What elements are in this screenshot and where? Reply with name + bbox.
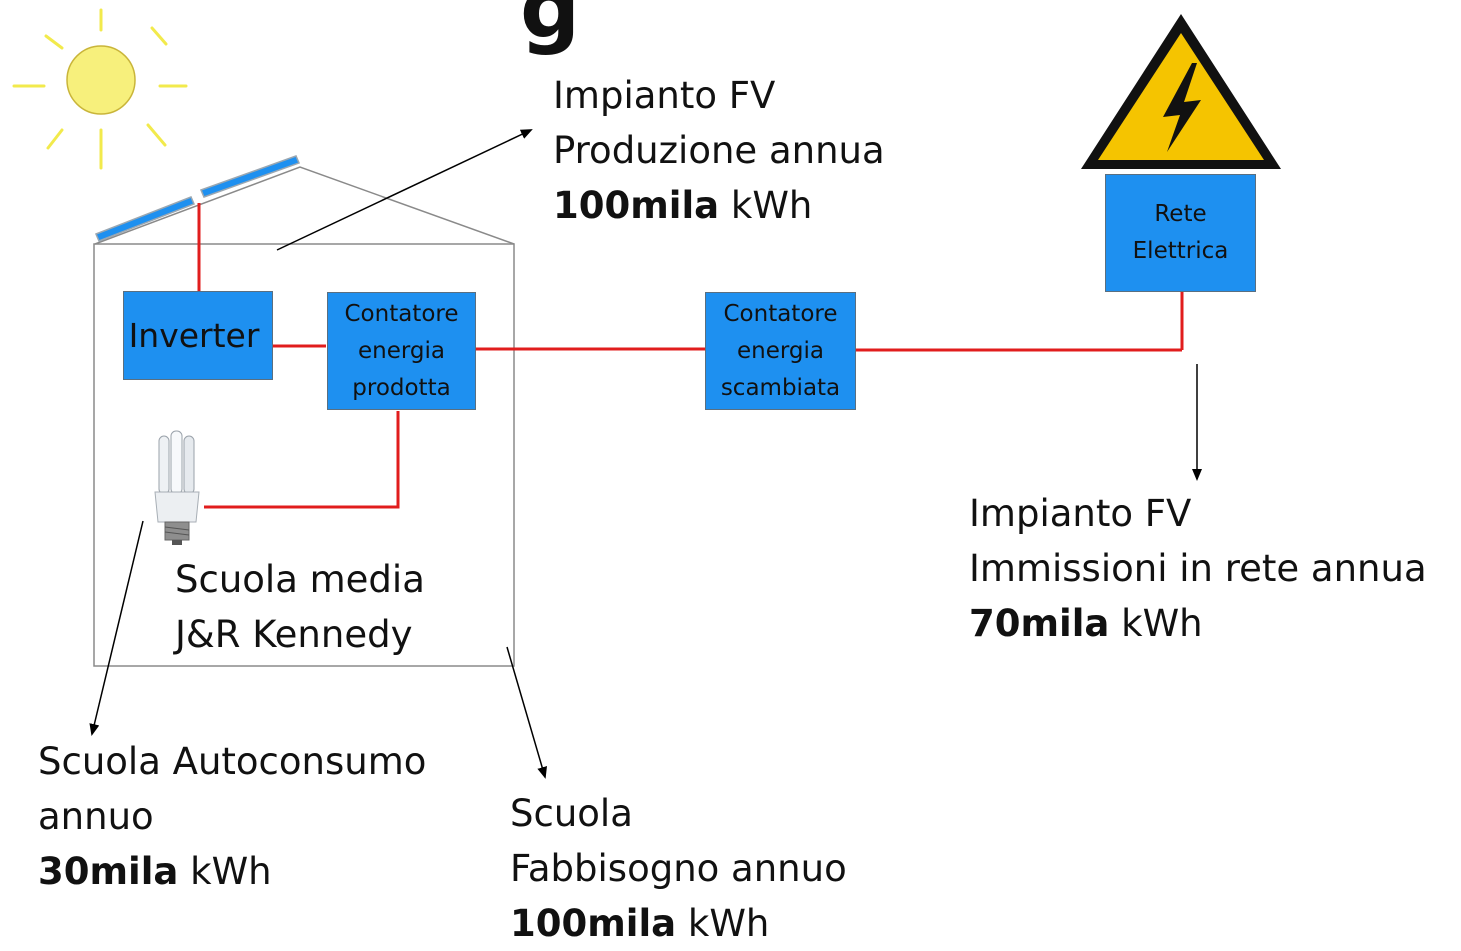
electrical-wires: [197, 203, 1184, 509]
arrow-self-consumption: [89, 520, 144, 736]
bulb-collar: [154, 491, 200, 523]
production-line-1: Impianto FV: [553, 74, 776, 117]
inverter-label: Inverter: [128, 315, 260, 355]
feed-in-value: 70mila: [969, 602, 1110, 645]
produced-energy-meter-label: Contatore energia prodotta: [344, 296, 458, 407]
bulb-tube-left: [158, 435, 170, 495]
demand-unit: kWh: [676, 902, 770, 945]
house-outline: [93, 166, 515, 667]
grid-line-2: Elettrica: [1132, 238, 1229, 264]
demand-line-1: Scuola: [510, 792, 633, 835]
produced-meter-line-1: Contatore: [344, 300, 459, 327]
exchanged-meter-line-2: energia: [736, 337, 824, 364]
feed-in-unit: kWh: [1109, 602, 1203, 645]
feed-in-value-row: 70mila kWh: [969, 596, 1427, 651]
inverter-box: Inverter: [123, 291, 273, 380]
bulb-tube-middle: [170, 430, 183, 495]
produced-meter-line-3: prodotta: [352, 374, 451, 401]
feed-in-line-2: Immissioni in rete annua: [969, 547, 1427, 590]
production-unit: kWh: [719, 184, 813, 227]
production-line-2: Produzione annua: [553, 129, 885, 172]
school-name-line-1: Scuola media: [175, 558, 425, 601]
solar-panel-icon: [95, 155, 301, 242]
title-fragment: g: [520, 0, 581, 57]
self-consumption-unit: kWh: [178, 850, 272, 893]
bulb-tip: [172, 540, 182, 545]
self-consumption-label: Scuola Autoconsumo annuo 30mila kWh: [38, 734, 426, 899]
produced-meter-line-2: energia: [357, 337, 445, 364]
light-bulb-icon: [154, 430, 200, 545]
production-value-row: 100mila kWh: [553, 178, 885, 233]
grid-box: Rete Elettrica: [1105, 174, 1256, 292]
demand-value: 100mila: [510, 902, 677, 945]
demand-label: Scuola Fabbisogno annuo 100mila kWh: [510, 786, 847, 951]
school-name-line-2: J&R Kennedy: [175, 613, 413, 656]
self-consumption-line-2: annuo: [38, 795, 154, 838]
demand-line-2: Fabbisogno annuo: [510, 847, 847, 890]
sun-rays: [12, 8, 188, 170]
annotation-arrows: [89, 129, 1202, 779]
bulb-tube-right: [183, 435, 195, 495]
production-value: 100mila: [553, 184, 720, 227]
bulb-screw-base: [164, 521, 190, 541]
arrow-demand: [506, 646, 547, 779]
sun-icon: [12, 8, 188, 170]
demand-value-row: 100mila kWh: [510, 896, 847, 951]
exchanged-meter-line-3: scambiata: [720, 374, 841, 401]
exchanged-meter-line-1: Contatore: [723, 300, 838, 327]
exchanged-energy-meter-label: Contatore energia scambiata: [721, 296, 840, 407]
produced-energy-meter-box: Contatore energia prodotta: [327, 292, 476, 410]
grid-line-1: Rete: [1154, 201, 1207, 227]
feed-in-line-1: Impianto FV: [969, 492, 1192, 535]
exchanged-energy-meter-box: Contatore energia scambiata: [705, 292, 856, 410]
school-name-label: Scuola media J&R Kennedy: [175, 552, 425, 662]
sun-disc: [66, 45, 136, 115]
self-consumption-line-1: Scuola Autoconsumo: [38, 740, 427, 783]
grid-label: Rete Elettrica: [1133, 196, 1229, 270]
self-consumption-value-row: 30mila kWh: [38, 844, 426, 899]
high-voltage-warning-icon: [1078, 9, 1283, 173]
feed-in-label: Impianto FV Immissioni in rete annua 70m…: [969, 486, 1427, 651]
self-consumption-value: 30mila: [38, 850, 179, 893]
arrow-production: [276, 129, 533, 251]
production-label: Impianto FV Produzione annua 100mila kWh: [553, 68, 885, 233]
lightning-bolt: [1163, 63, 1201, 152]
